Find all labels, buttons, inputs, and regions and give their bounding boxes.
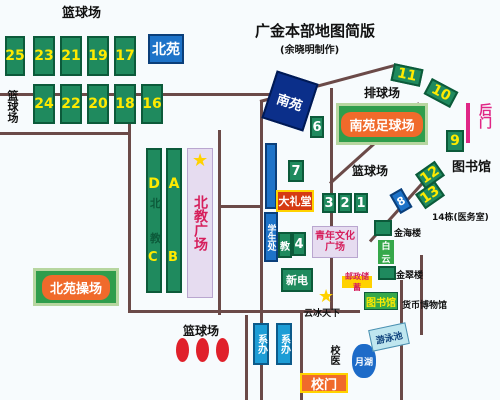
- student-office-block[interactable]: 学生处: [264, 212, 278, 262]
- teach-b: B: [168, 250, 178, 265]
- building-7[interactable]: 7: [288, 160, 304, 182]
- student-office-label: 学生处: [265, 223, 276, 251]
- dept-office-label: 系办: [255, 334, 267, 354]
- back-gate[interactable]: 后门: [476, 103, 491, 129]
- road: [245, 315, 248, 400]
- school-hospital: 校医: [328, 345, 339, 365]
- dept-office-a[interactable]: 系办: [253, 323, 269, 365]
- map-title: 广金本部地图简版: [255, 22, 376, 40]
- building-1[interactable]: 1: [354, 193, 368, 213]
- xindian[interactable]: 新电: [281, 268, 313, 292]
- jincui-block[interactable]: [378, 266, 396, 280]
- teach-label-teach: 教: [150, 232, 161, 245]
- court-oval: [216, 338, 229, 362]
- south-football[interactable]: 南苑足球场: [336, 103, 428, 145]
- north-plaza-label: 北教广场: [192, 195, 208, 251]
- library[interactable]: 图书馆: [452, 160, 492, 175]
- money-museum: 货币博物馆: [402, 301, 448, 311]
- north-field[interactable]: 北苑操场: [33, 268, 119, 306]
- building-6[interactable]: 6: [310, 116, 324, 138]
- dorm-24[interactable]: 24: [33, 84, 55, 124]
- south-football-label: 南苑足球场: [341, 111, 423, 137]
- dorm-22[interactable]: 22: [60, 84, 82, 124]
- clinic: 14栋(医务室): [432, 213, 489, 223]
- building-4[interactable]: 4: [292, 232, 306, 256]
- mid-block[interactable]: [265, 143, 277, 209]
- star-icon: ★: [318, 286, 335, 307]
- youth-plaza[interactable]: 青年文化广场: [312, 226, 358, 258]
- label-volleyball: 排球场: [364, 86, 401, 100]
- road: [128, 310, 360, 313]
- jinhai: 金海楼: [394, 229, 422, 239]
- dept-office-label: 系办: [278, 334, 290, 354]
- road: [218, 130, 221, 315]
- north-plaza[interactable]: 北教广场: [187, 148, 213, 298]
- court-oval: [176, 338, 189, 362]
- teach-d[interactable]: D: [146, 148, 162, 293]
- road: [420, 255, 423, 335]
- road: [260, 100, 263, 400]
- dorm-16[interactable]: 16: [141, 84, 163, 124]
- dorm-25[interactable]: 25: [5, 36, 25, 76]
- dorm-23[interactable]: 23: [33, 36, 55, 76]
- jincui: 金翠楼: [396, 271, 424, 281]
- auditorium[interactable]: 大礼堂: [276, 190, 314, 212]
- post-office[interactable]: 邮政储蓄: [342, 272, 372, 292]
- teach-small[interactable]: 教: [278, 232, 292, 258]
- road: [300, 313, 303, 400]
- label-south-court: 篮球场: [183, 324, 220, 338]
- dorm-10[interactable]: 10: [423, 78, 459, 108]
- road: [218, 205, 263, 208]
- teach-a[interactable]: A: [166, 148, 182, 293]
- label-north-court-left: 篮球场: [6, 90, 19, 123]
- back-gate-bar: [466, 103, 470, 143]
- building-2[interactable]: 2: [338, 193, 352, 213]
- road: [128, 93, 131, 313]
- dept-office-b[interactable]: 系办: [276, 323, 292, 365]
- teach-label-north: 北: [150, 197, 161, 210]
- map-subtitle: (余晓明制作): [280, 45, 340, 56]
- star-icon: ★: [192, 150, 209, 171]
- label-north-court-top: 篮球场: [62, 6, 102, 21]
- building-8[interactable]: 8: [389, 187, 413, 215]
- dorm-9[interactable]: 9: [446, 130, 464, 152]
- building-3[interactable]: 3: [322, 193, 336, 213]
- label-mid-court: 篮球场: [352, 164, 389, 178]
- baiyun[interactable]: 白云: [378, 240, 394, 265]
- dorm-21[interactable]: 21: [60, 36, 82, 76]
- dorm-19[interactable]: 19: [87, 36, 109, 76]
- teach-c: C: [148, 250, 158, 265]
- jinhai-block[interactable]: [374, 220, 392, 236]
- dorm-20[interactable]: 20: [87, 84, 109, 124]
- yunbing: 云冰天下: [304, 309, 341, 319]
- school-gate[interactable]: 校门: [300, 373, 348, 393]
- pool[interactable]: 游泳池: [368, 322, 410, 352]
- north-field-label: 北苑操场: [41, 274, 110, 300]
- dorm-17[interactable]: 17: [114, 36, 136, 76]
- court-oval: [196, 338, 209, 362]
- book-store[interactable]: 图书馆: [364, 292, 398, 310]
- road: [0, 132, 130, 135]
- north-garden[interactable]: 北苑: [148, 34, 184, 64]
- dorm-18[interactable]: 18: [114, 84, 136, 124]
